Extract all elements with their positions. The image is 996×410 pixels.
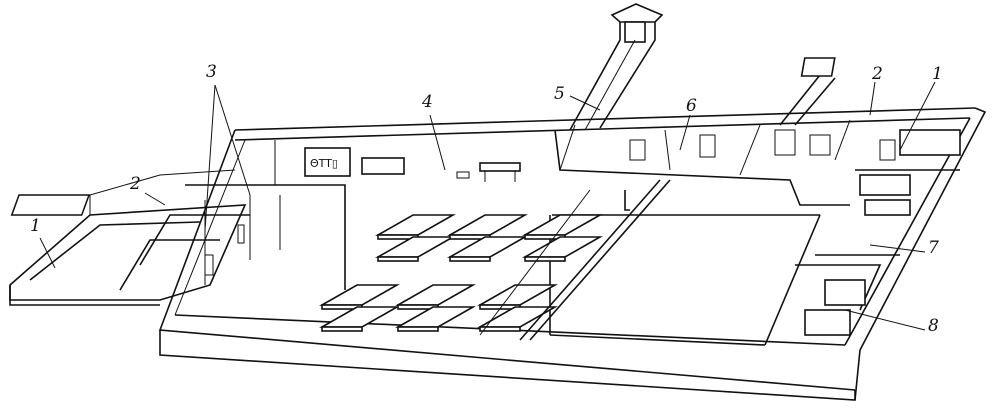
callout-1-right: 1 bbox=[932, 64, 943, 84]
workbench bbox=[476, 284, 559, 306]
callout-4: 4 bbox=[422, 92, 433, 112]
callout-2-left: 2 bbox=[130, 174, 141, 194]
workbench-edge bbox=[479, 326, 521, 332]
workbench-edge bbox=[377, 256, 419, 262]
callout-3: 3 bbox=[206, 62, 217, 82]
rails bbox=[479, 179, 671, 341]
left-annex bbox=[9, 169, 346, 306]
workbench-edge bbox=[449, 256, 491, 262]
workbench bbox=[521, 236, 604, 258]
service-rooms bbox=[549, 119, 961, 346]
workbench-edge bbox=[397, 326, 439, 332]
leader-lines bbox=[39, 81, 936, 331]
equipment: ΘTT▯ bbox=[304, 147, 521, 182]
workbench bbox=[318, 284, 401, 306]
callout-7: 7 bbox=[928, 238, 939, 258]
workbench bbox=[521, 214, 604, 236]
callout-1-left: 1 bbox=[30, 216, 41, 236]
callout-6: 6 bbox=[686, 96, 697, 116]
callout-8: 8 bbox=[928, 316, 939, 336]
svg-text:ΘTT▯: ΘTT▯ bbox=[310, 157, 338, 170]
control-panel bbox=[304, 147, 351, 177]
callout-5: 5 bbox=[554, 84, 565, 104]
workbench-edge bbox=[524, 256, 566, 262]
workbench bbox=[374, 214, 457, 236]
chimney-duct bbox=[569, 3, 664, 131]
workbenches bbox=[318, 214, 604, 332]
workbench-edge bbox=[321, 326, 363, 332]
callout-2-right: 2 bbox=[872, 64, 883, 84]
workbench bbox=[446, 236, 529, 258]
workbench bbox=[394, 284, 477, 306]
workbench bbox=[374, 236, 457, 258]
right-duct bbox=[779, 57, 836, 126]
workbench bbox=[394, 306, 477, 328]
workbench bbox=[446, 214, 529, 236]
main-hall bbox=[158, 107, 987, 401]
